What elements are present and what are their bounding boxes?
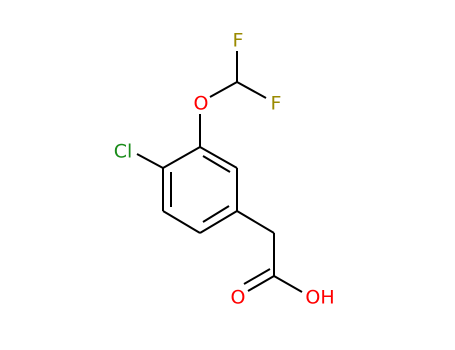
bond-ring-3 xyxy=(199,210,238,234)
bond-ether-o-to-chf2 xyxy=(209,81,238,98)
bond-ring-4 xyxy=(162,210,201,234)
bond-ring-1 xyxy=(199,146,238,169)
bond-ring-to-ch2 xyxy=(236,210,275,234)
bond-ring-to-cl xyxy=(136,153,164,169)
atom-o-ether: O xyxy=(194,93,209,115)
atom-f-right: F xyxy=(271,93,282,115)
atom-f-top: F xyxy=(233,30,244,52)
atom-oh: OH xyxy=(305,287,334,309)
bond-ring-inner-2 xyxy=(202,205,230,223)
bond-ring-inner-1 xyxy=(202,155,231,173)
bond-c-to-o-double-a xyxy=(247,275,275,292)
bond-c-to-o-double-b xyxy=(243,268,271,285)
bond-ring-6 xyxy=(162,146,201,169)
atom-cl: Cl xyxy=(114,141,133,163)
bond-c-to-f-right xyxy=(236,81,267,99)
atom-o-carbonyl: O xyxy=(231,287,246,309)
bond-c-to-oh xyxy=(273,275,303,293)
